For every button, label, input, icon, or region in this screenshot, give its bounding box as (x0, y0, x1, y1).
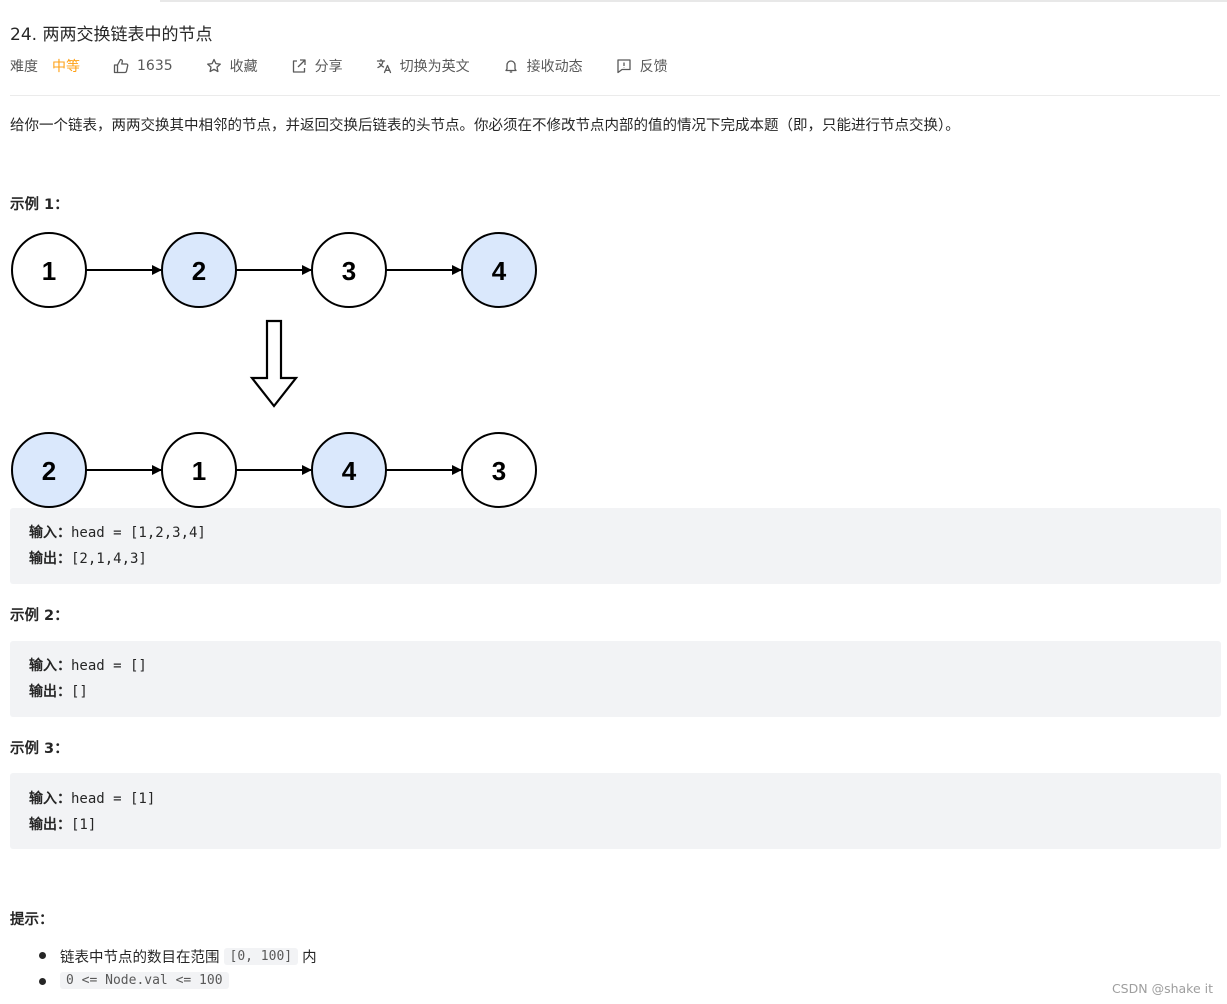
bell-icon (503, 58, 519, 74)
share-icon (291, 58, 307, 74)
difficulty-label: 难度 (10, 59, 38, 75)
after-node-4-label: 3 (492, 456, 506, 486)
input-label: 输入： (29, 658, 71, 674)
before-node-4-label: 4 (492, 256, 507, 286)
translate-icon (376, 58, 392, 74)
example-2-input-line: 输入：head = [] (29, 655, 147, 675)
output-label: 输出： (29, 684, 71, 700)
share-button[interactable]: 分享 (291, 56, 343, 76)
translate-label: 切换为英文 (399, 59, 470, 75)
before-node-2-label: 2 (192, 256, 206, 286)
feedback-icon (616, 58, 632, 74)
bullet-icon (39, 978, 46, 985)
example-2-output-line: 输出：[] (29, 681, 88, 701)
before-node-3-label: 3 (342, 256, 356, 286)
example-2-title: 示例 2： (10, 608, 69, 624)
subscribe-label: 接收动态 (526, 59, 583, 75)
after-node-4 (461, 432, 537, 508)
like-button[interactable]: 1635 (113, 58, 173, 74)
favorite-label: 收藏 (229, 59, 258, 75)
after-node-2-label: 1 (192, 456, 206, 486)
favorite-button[interactable]: 收藏 (206, 56, 258, 76)
difficulty-value: 中等 (52, 59, 80, 75)
example-3-output: [1] (71, 817, 97, 833)
difficulty: 难度 中等 (10, 56, 80, 76)
output-label: 输出： (29, 817, 71, 833)
problem-description: 给你一个链表，两两交换其中相邻的节点，并返回交换后链表的头节点。你必须在不修改节… (10, 118, 960, 134)
before-node-1-label: 1 (42, 256, 56, 286)
before-node-2 (161, 232, 237, 308)
feedback-button[interactable]: 反馈 (616, 56, 668, 76)
input-label: 输入： (29, 791, 71, 807)
example-1-output-line: 输出：[2,1,4,3] (29, 548, 147, 568)
bullet-icon (39, 952, 46, 959)
example-1-input-line: 输入：head = [1,2,3,4] (29, 522, 206, 542)
hint-1-code: [0, 100] (223, 948, 299, 965)
example-3-input-line: 输入：head = [1] (29, 788, 155, 808)
problem-title: 24. 两两交换链表中的节点 (10, 25, 213, 45)
watermark: CSDN @shake it (1111, 981, 1213, 996)
example-1-input: head = [1,2,3,4] (71, 525, 206, 541)
after-node-3 (311, 432, 387, 508)
hint-1-prefix: 链表中节点的数目在范围 (60, 950, 220, 966)
header-divider (10, 95, 1220, 96)
star-icon (206, 58, 222, 74)
input-label: 输入： (29, 525, 71, 541)
feedback-label: 反馈 (639, 59, 668, 75)
like-count: 1635 (137, 58, 173, 74)
top-divider (160, 0, 1227, 2)
example-3-code-block: 输入：head = [1] 输出：[1] (10, 773, 1221, 849)
example-3-output-line: 输出：[1] (29, 814, 96, 834)
list-before: 1 2 3 4 (11, 232, 537, 308)
down-arrow-icon (249, 319, 299, 408)
example-3-title: 示例 3： (10, 741, 69, 757)
example-3-input: head = [1] (71, 791, 156, 807)
hint-2-code: 0 <= Node.val <= 100 (60, 972, 229, 989)
list-after: 2 1 4 3 (11, 432, 537, 508)
hints-title: 提示： (10, 912, 54, 928)
before-node-1 (11, 232, 87, 308)
subscribe-button[interactable]: 接收动态 (503, 56, 583, 76)
translate-button[interactable]: 切换为英文 (376, 56, 470, 76)
example-1-output: [2,1,4,3] (71, 551, 147, 567)
after-node-2 (161, 432, 237, 508)
after-node-3-label: 4 (342, 456, 357, 486)
after-node-1-label: 2 (42, 456, 56, 486)
output-label: 输出： (29, 551, 71, 567)
example-2-input: head = [] (71, 658, 147, 674)
before-node-4 (461, 232, 537, 308)
thumbs-up-icon (113, 58, 129, 74)
example-1-code-block: 输入：head = [1,2,3,4] 输出：[2,1,4,3] (10, 508, 1221, 584)
hint-1-suffix: 内 (302, 950, 317, 966)
linked-list-swap-diagram: 1 2 3 4 2 1 4 3 (11, 232, 537, 508)
example-2-code-block: 输入：head = [] 输出：[] (10, 641, 1221, 717)
example-2-output: [] (71, 684, 88, 700)
example-1-title: 示例 1： (10, 197, 69, 213)
share-label: 分享 (314, 59, 343, 75)
before-node-3 (311, 232, 387, 308)
after-node-1 (11, 432, 87, 508)
problem-meta-bar: 难度 中等 1635 收藏 分享 (10, 56, 701, 76)
